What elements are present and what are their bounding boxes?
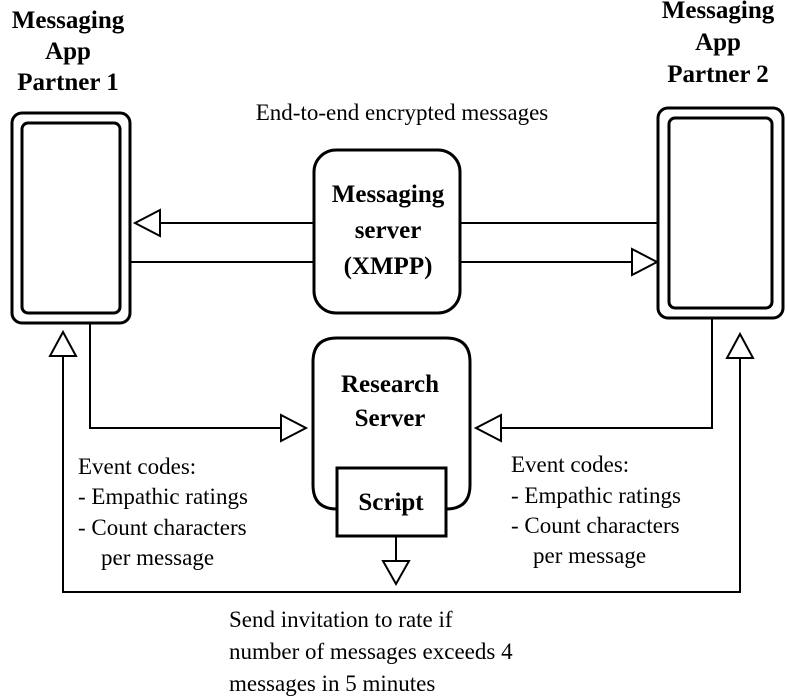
partner1-label-line3: Partner 1 — [17, 69, 119, 96]
event-codes-left-item2: - Count characters — [78, 515, 247, 540]
event-codes-left-item2-cont: per message — [101, 545, 214, 570]
msg-arrow-to-partner2 — [460, 247, 660, 277]
partner2-label-line1: Messaging — [662, 0, 775, 24]
messaging-server-box: Messaging server (XMPP) — [312, 148, 462, 315]
messaging-server-line1: Messaging — [332, 181, 445, 208]
messaging-server-line2: server — [355, 217, 422, 244]
research-server-line1: Research — [341, 371, 439, 398]
invitation-label: Send invitation to rate if number of mes… — [229, 607, 513, 696]
event-codes-right: Event codes: - Empathic ratings - Count … — [511, 452, 681, 568]
partner1-phone — [10, 111, 132, 325]
invitation-label-line2: number of messages exceeds 4 — [229, 639, 513, 664]
invitation-label-line1: Send invitation to rate if — [229, 607, 453, 632]
event-codes-right-item2-cont: per message — [533, 543, 646, 568]
invitation-arrow-to-partner1 — [48, 329, 741, 593]
event-codes-left: Event codes: - Empathic ratings - Count … — [78, 454, 248, 570]
msg-arrow-to-partner1 — [132, 208, 314, 238]
invitation-label-line3: messages in 5 minutes — [229, 671, 435, 696]
script-output-arrow — [381, 536, 411, 587]
messaging-server-line3: (XMPP) — [344, 253, 433, 280]
partner2-label-line3: Partner 2 — [667, 61, 769, 88]
event-arrow-from-partner2 — [473, 318, 713, 443]
partner2-phone — [656, 106, 785, 320]
event-arrow-from-partner1 — [89, 323, 309, 443]
encrypted-messages-label: End-to-end encrypted messages — [256, 100, 549, 125]
invitation-arrow-to-partner2 — [725, 331, 755, 359]
partner1-label-line1: Messaging — [12, 7, 125, 34]
event-codes-right-item1: - Empathic ratings — [511, 483, 681, 508]
script-label: Script — [358, 489, 424, 516]
event-codes-left-heading: Event codes: — [78, 454, 196, 479]
research-server-line2: Server — [355, 405, 426, 432]
event-codes-right-item2: - Count characters — [511, 513, 680, 538]
event-codes-left-item1: - Empathic ratings — [78, 484, 248, 509]
script-box: Script — [335, 466, 448, 538]
event-codes-right-heading: Event codes: — [511, 452, 629, 477]
partner2-label-line2: App — [695, 29, 741, 56]
research-server-box: Research Server — [311, 336, 472, 511]
partner1-label-line2: App — [45, 38, 91, 65]
